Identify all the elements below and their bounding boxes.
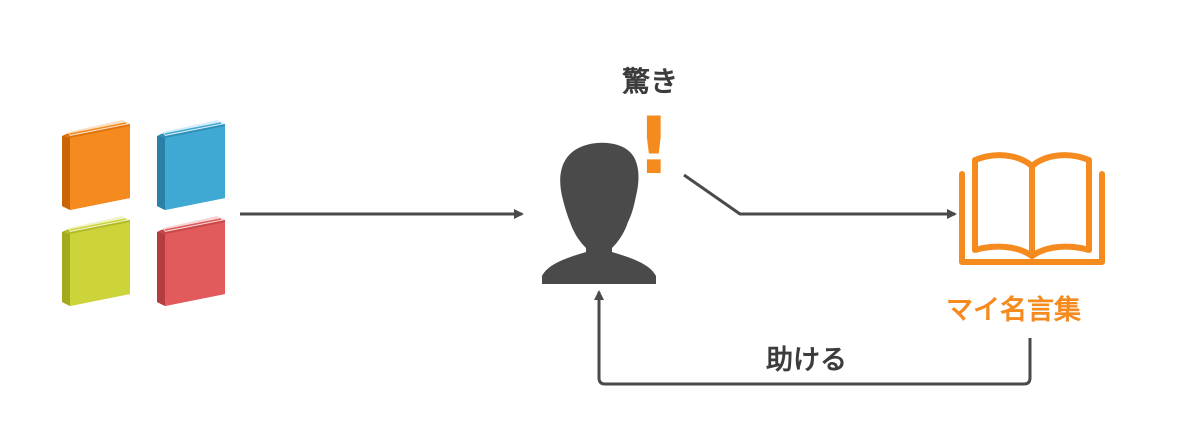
help-label: 助ける	[766, 345, 847, 376]
arrow-person-to-quotes	[683, 173, 957, 219]
book-icon-orange	[62, 120, 130, 210]
surprise-label: 驚き	[622, 65, 679, 98]
book-icon-red	[157, 216, 225, 306]
quote-collection-label: マイ名言集	[946, 295, 1081, 326]
book-icon-lime	[62, 216, 130, 306]
book-icon-blue	[157, 120, 225, 210]
open-book-icon	[959, 152, 1105, 265]
arrow-quotes-to-person	[594, 290, 1032, 386]
exclamation-mark: !	[636, 102, 672, 192]
person-silhouette-icon	[542, 142, 656, 284]
